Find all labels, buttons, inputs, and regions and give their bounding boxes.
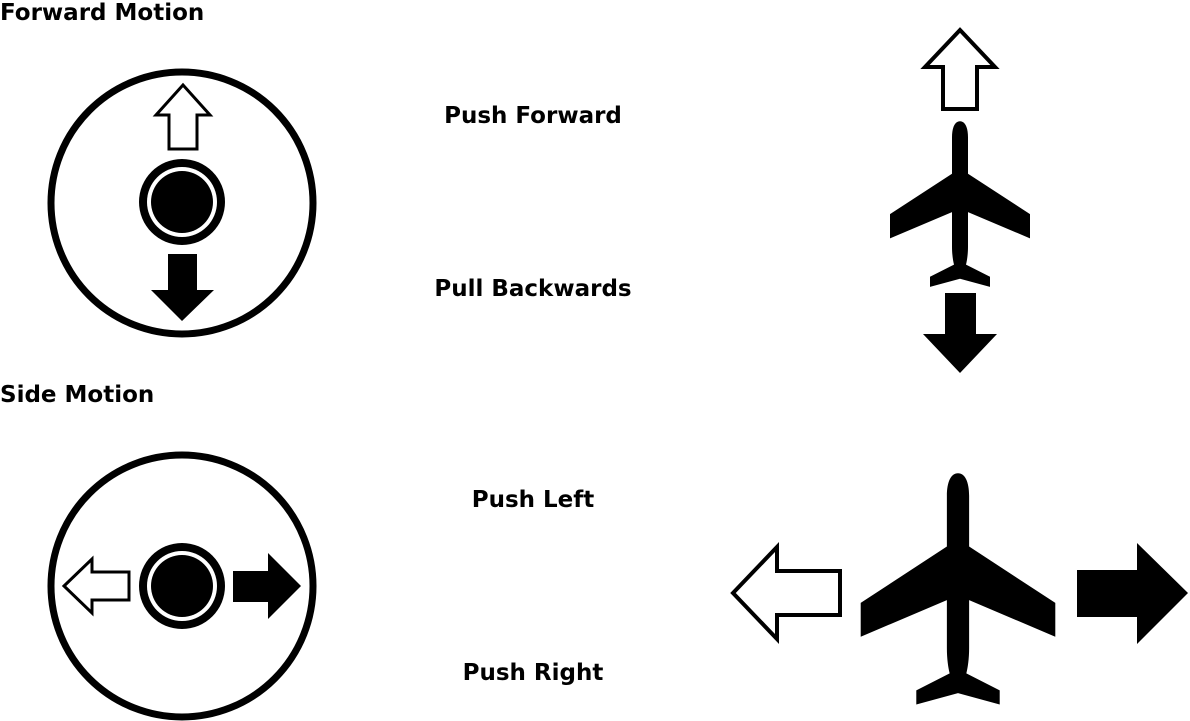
side-joystick — [47, 451, 317, 721]
solid-arrow-down-icon — [151, 254, 214, 321]
forward-motion-heading: Forward Motion — [0, 0, 205, 26]
push-right-label: Push Right — [462, 660, 604, 686]
push-left-label: Push Left — [471, 487, 595, 513]
hollow-arrow-up-icon — [152, 82, 214, 151]
solid-arrow-down-icon — [923, 293, 997, 373]
solid-arrow-right-icon — [233, 553, 301, 619]
joystick-knob-icon — [139, 543, 225, 629]
solid-arrow-right-icon — [1077, 543, 1188, 644]
hollow-arrow-left-icon — [730, 542, 842, 644]
forward-plane-group — [890, 27, 1030, 373]
airplane-icon — [860, 473, 1056, 705]
side-plane-group — [730, 473, 1188, 705]
hollow-arrow-left-icon — [61, 555, 131, 617]
airplane-icon — [890, 121, 1030, 287]
push-forward-label: Push Forward — [444, 103, 622, 129]
pull-backwards-label: Pull Backwards — [434, 276, 632, 302]
hollow-arrow-up-icon — [920, 27, 1000, 111]
forward-joystick — [47, 68, 317, 338]
side-motion-heading: Side Motion — [0, 382, 155, 408]
joystick-knob-icon — [139, 159, 225, 245]
